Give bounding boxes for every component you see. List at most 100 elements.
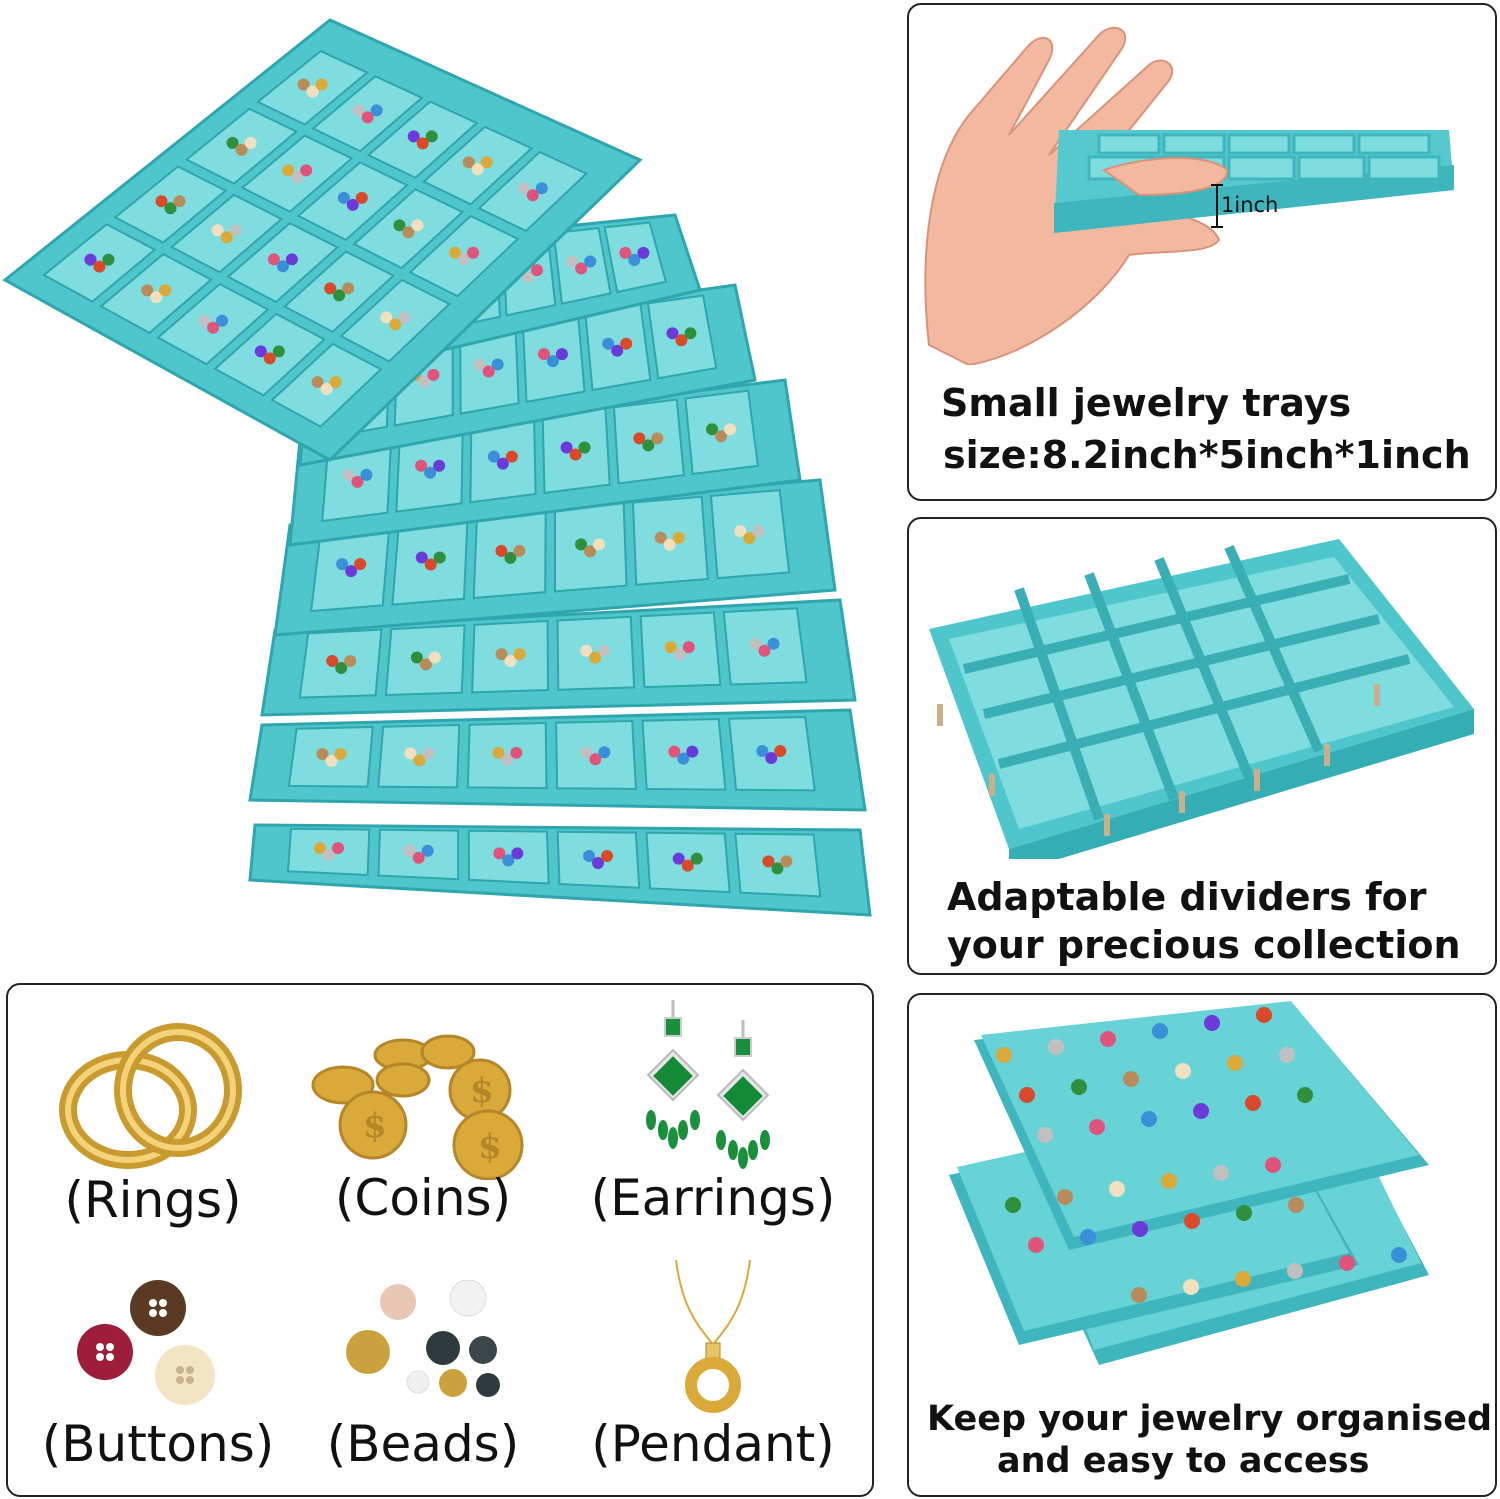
fan-tray-3 [260, 598, 857, 717]
jewelry-piece [410, 651, 423, 664]
jewelry-piece [335, 661, 348, 674]
jewelry-piece [575, 262, 588, 275]
jewelry-piece [84, 253, 97, 266]
jewelry-piece [601, 850, 614, 863]
jewelry-piece [1141, 1111, 1157, 1127]
jewelry-piece [480, 156, 493, 169]
jewelry-piece [424, 558, 437, 571]
jewelry-piece [282, 164, 295, 177]
buttons-icon [77, 1280, 215, 1405]
jewelry-piece [433, 551, 446, 564]
jewelry-piece [575, 538, 588, 551]
jewelry-piece [471, 163, 484, 176]
jewelry-piece [1071, 1079, 1087, 1095]
jewelry-piece [421, 844, 434, 857]
jewelry-piece [306, 85, 319, 98]
jewelry-piece [598, 644, 611, 657]
jewelry-piece [996, 1047, 1012, 1063]
jewelry-piece [771, 862, 784, 875]
jewelry-piece [496, 457, 509, 470]
jewelry-piece [244, 136, 257, 149]
jewelry-piece [355, 191, 368, 204]
jewelry-piece [354, 558, 367, 571]
jewelry-piece [352, 104, 365, 117]
jewelry-piece [1175, 1063, 1191, 1079]
fanned-trays-photo [0, 10, 880, 970]
jewelry-piece [1339, 1255, 1355, 1271]
jewelry-piece [505, 450, 518, 463]
jewelry-piece [1256, 1007, 1272, 1023]
jewelry-piece [173, 195, 186, 208]
jewelry-piece [493, 847, 506, 860]
jewelry-piece [569, 448, 582, 461]
jewelry-piece [285, 253, 298, 266]
jewelry-piece [734, 525, 747, 538]
jewelry-piece [560, 441, 573, 454]
pendant-label: (Pendant) [591, 1415, 835, 1473]
jewelry-piece [492, 746, 505, 759]
stacked-caption-line2: and easy to access [997, 1441, 1370, 1481]
jewelry-piece [419, 658, 432, 671]
jewelry-piece [102, 253, 115, 266]
jewelry-piece [495, 648, 508, 661]
jewelry-piece [1184, 1213, 1200, 1229]
jewelry-piece [546, 355, 559, 368]
jewelry-piece [235, 143, 248, 156]
jewelry-piece [537, 348, 550, 361]
jewelry-piece [593, 538, 606, 551]
jewelry-piece [675, 334, 688, 347]
jewelry-piece [535, 182, 548, 195]
jewelry-piece [620, 337, 633, 350]
jewelry-piece [774, 744, 787, 757]
jewelry-piece [762, 855, 775, 868]
jewelry-piece [1235, 1271, 1251, 1287]
jewelry-piece [198, 314, 211, 327]
jewelry-piece [462, 156, 475, 169]
jewelry-piece [315, 78, 328, 91]
jewelry-piece [522, 271, 535, 284]
svg-text:$: $ [478, 1127, 502, 1167]
jewelry-piece [1089, 1119, 1105, 1135]
jewelry-piece [1152, 1023, 1168, 1039]
jewelry-piece [422, 747, 435, 760]
jewelry-piece [320, 382, 333, 395]
jewelry-piece [724, 423, 737, 436]
jewelry-piece [336, 558, 349, 571]
thin-tray-caption-line2: size:8.2inch*5inch*1inch [943, 433, 1471, 477]
jewelry-piece [637, 246, 650, 259]
beads-label: (Beads) [326, 1415, 520, 1473]
jewelry-piece [1037, 1127, 1053, 1143]
jewelry-piece [566, 255, 579, 268]
jewelry-piece [1227, 1055, 1243, 1071]
jewelry-piece [346, 198, 359, 211]
jewelry-piece [415, 551, 428, 564]
jewelry-piece [672, 852, 685, 865]
jewelry-piece [311, 375, 324, 388]
jewelry-pieces-icon [996, 1007, 1407, 1303]
jewelry-piece [380, 311, 393, 324]
jewelry-piece [1005, 1197, 1021, 1213]
jewelry-piece [583, 850, 596, 863]
jewelry-piece [326, 654, 339, 667]
jewelry-piece [334, 748, 347, 761]
jewelry-piece [580, 644, 593, 657]
jewelry-piece [584, 255, 597, 268]
jewelry-piece [449, 246, 462, 259]
jewelry-piece [495, 544, 508, 557]
jewelry-piece [681, 859, 694, 872]
jewelry-piece [642, 439, 655, 452]
jewelry-piece [389, 318, 402, 331]
beads-icon [346, 1280, 500, 1397]
jewelry-piece [93, 260, 106, 273]
svg-text:$: $ [363, 1106, 387, 1146]
jewelry-piece [749, 637, 762, 650]
jewelry-piece [482, 365, 495, 378]
jewelry-piece [325, 755, 338, 768]
jewelry-piece [272, 345, 285, 358]
jewelry-piece [263, 352, 276, 365]
jewelry-piece [229, 224, 242, 237]
jewelry-piece [578, 441, 591, 454]
jewelry-piece [589, 753, 602, 766]
jewelry-piece [428, 651, 441, 664]
jewelry-piece [686, 745, 699, 758]
